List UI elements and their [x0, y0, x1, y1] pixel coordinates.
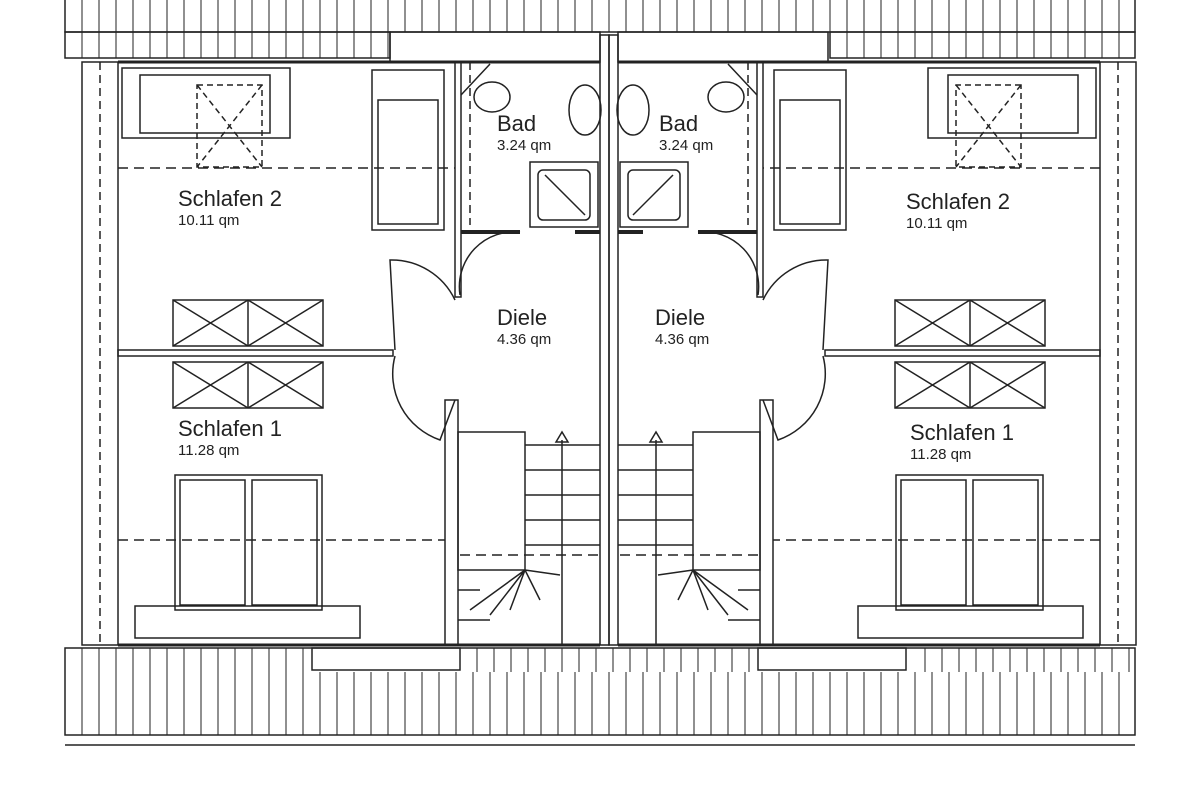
room-name: Bad [659, 111, 699, 136]
room-area: 3.24 qm [659, 137, 714, 154]
room-name: Diele [497, 305, 548, 330]
room-area: 4.36 qm [497, 331, 552, 348]
double-bed [174, 474, 323, 611]
room-name: Schlafen 2 [906, 189, 1010, 214]
room-area: 3.24 qm [497, 137, 552, 154]
shower-tray [529, 161, 599, 228]
room-name: Schlafen 2 [178, 186, 282, 211]
room-name: Schlafen 1 [910, 420, 1014, 445]
room-name: Schlafen 1 [178, 416, 282, 441]
room-label-schlafen1-left: Schlafen 1 11.28 qm [178, 416, 282, 459]
bedroom-divider-wall [117, 349, 394, 357]
door-swing-bad [458, 230, 521, 296]
party-wall [599, 34, 610, 646]
dormer-window [311, 647, 461, 671]
roof-bottom [64, 647, 1136, 736]
room-name: Bad [497, 111, 537, 136]
room-name: Diele [655, 305, 706, 330]
bath-wall [454, 61, 462, 298]
room-label-schlafen2-left: Schlafen 2 10.11 qm [178, 186, 282, 229]
washbasin [568, 84, 602, 136]
roof-top-left [64, 31, 391, 59]
room-label-bad-left: Bad 3.24 qm [497, 111, 552, 154]
room-area: 11.28 qm [178, 442, 240, 459]
door-swing-schlafen1 [391, 355, 456, 441]
room-area: 4.36 qm [655, 331, 710, 348]
toilet [473, 81, 511, 113]
roof-hatching [64, 0, 1136, 746]
room-label-diele-left: Diele 4.36 qm [497, 305, 552, 348]
room-label-bad-right: Bad 3.24 qm [659, 111, 714, 154]
staircase [457, 430, 600, 645]
bath-window-wall [389, 31, 601, 63]
bed-schlafen2-a [121, 67, 291, 139]
room-area: 10.11 qm [906, 215, 968, 232]
door-swing-schlafen2 [389, 259, 456, 351]
room-area: 11.28 qm [910, 446, 972, 463]
room-label-diele-right: Diele 4.36 qm [655, 305, 710, 348]
room-area: 10.11 qm [178, 212, 240, 229]
room-label-schlafen1-right: Schlafen 1 11.28 qm [910, 420, 1014, 463]
bedside-bench [134, 605, 361, 639]
roof-top-strip [64, 0, 1136, 33]
bed-schlafen2-b [371, 69, 445, 231]
hall-wall [444, 399, 459, 646]
room-label-schlafen2-right: Schlafen 2 10.11 qm [906, 189, 1010, 232]
